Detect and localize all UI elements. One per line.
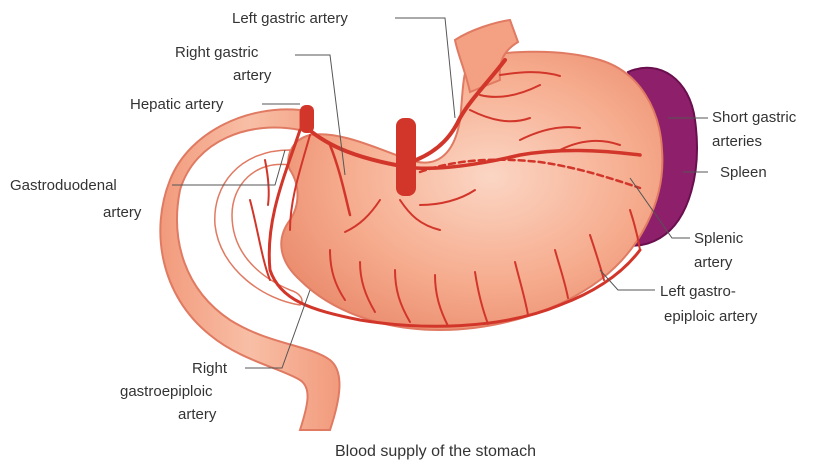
label-right-gastroepiploic-line3: artery xyxy=(178,406,217,423)
label-spleen: Spleen xyxy=(720,164,767,181)
label-right-gastric-artery-line1: Right gastric xyxy=(175,44,259,61)
label-short-gastric-arteries-line2: arteries xyxy=(712,133,762,150)
label-gastroduodenal-artery-line2: artery xyxy=(103,204,142,221)
label-left-gastroepiploic-line1: Left gastro- xyxy=(660,283,736,300)
label-left-gastroepiploic-line2: epiploic artery xyxy=(664,308,758,325)
label-right-gastric-artery-line2: artery xyxy=(233,67,272,84)
aorta xyxy=(396,118,416,196)
label-short-gastric-arteries-line1: Short gastric xyxy=(712,109,797,126)
label-splenic-artery-line2: artery xyxy=(694,254,733,271)
label-gastroduodenal-artery-line1: Gastroduodenal xyxy=(10,177,117,194)
label-left-gastric-artery: Left gastric artery xyxy=(232,10,348,27)
label-hepatic-artery: Hepatic artery xyxy=(130,96,224,113)
figure-caption: Blood supply of the stomach xyxy=(335,443,536,460)
label-right-gastroepiploic-line2: gastroepiploic xyxy=(120,383,213,400)
label-splenic-artery-line1: Splenic xyxy=(694,230,744,247)
label-right-gastroepiploic-line1: Right xyxy=(192,360,228,377)
